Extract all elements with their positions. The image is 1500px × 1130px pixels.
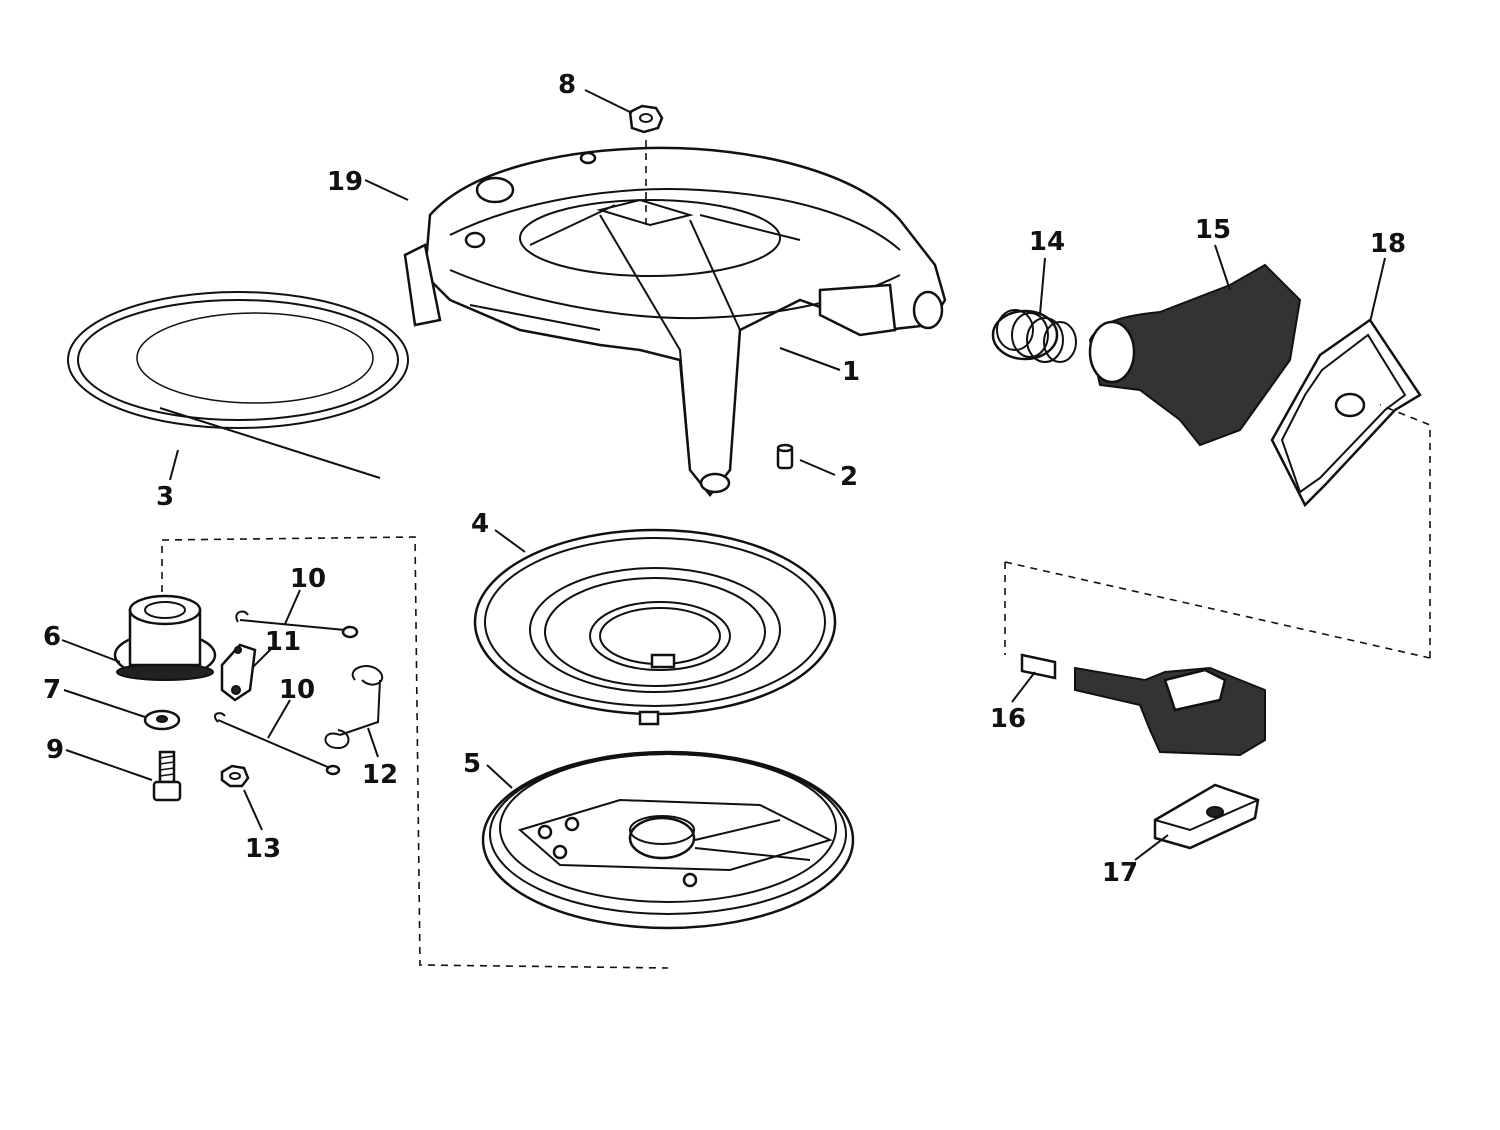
callout-6: 6 bbox=[43, 622, 61, 652]
part-8-nut bbox=[628, 104, 664, 134]
part-3-rope bbox=[67, 291, 409, 479]
callout-1: 1 bbox=[842, 357, 860, 387]
callout-18: 18 bbox=[1370, 229, 1406, 259]
callout-14: 14 bbox=[1029, 227, 1065, 257]
callout-2: 2 bbox=[840, 462, 858, 492]
part-11-pawl bbox=[220, 643, 257, 702]
callout-17: 17 bbox=[1102, 858, 1138, 888]
part-6-hub bbox=[113, 594, 217, 681]
callout-13: 13 bbox=[245, 834, 281, 864]
callout-4: 4 bbox=[471, 509, 489, 539]
part-16-handle-insert bbox=[1020, 653, 1266, 757]
callout-10-lower: 10 bbox=[279, 675, 315, 705]
callout-11: 11 bbox=[265, 627, 301, 657]
part-5-pulley bbox=[481, 750, 855, 930]
callout-15: 15 bbox=[1195, 215, 1231, 245]
part-18-plate bbox=[1270, 318, 1422, 508]
callout-19: 19 bbox=[327, 167, 363, 197]
part-12-spring bbox=[324, 665, 383, 750]
callout-labels: 8 19 1 2 3 4 5 6 7 9 10 11 10 12 13 14 1… bbox=[43, 70, 1406, 888]
part-1-starter-housing bbox=[403, 146, 947, 498]
assembly-dashed-lines bbox=[161, 140, 1431, 969]
callout-5: 5 bbox=[463, 749, 481, 779]
callout-8: 8 bbox=[558, 70, 576, 100]
callout-12: 12 bbox=[362, 760, 398, 790]
part-15-handle-grip bbox=[1088, 263, 1302, 447]
part-2-screw bbox=[776, 443, 794, 470]
part-10-link-upper bbox=[235, 610, 359, 639]
part-17-clip bbox=[1153, 783, 1260, 850]
callout-9: 9 bbox=[46, 735, 64, 765]
callout-10-upper: 10 bbox=[290, 564, 326, 594]
part-9-screw bbox=[152, 750, 182, 802]
leader-lines bbox=[61, 89, 1386, 861]
part-4-rewind-spring bbox=[473, 528, 837, 726]
callout-3: 3 bbox=[156, 482, 174, 512]
part-13-nut bbox=[220, 764, 250, 788]
part-7-washer bbox=[143, 709, 181, 731]
callout-16: 16 bbox=[990, 704, 1026, 734]
callout-7: 7 bbox=[43, 675, 61, 705]
part-14-coil-spring bbox=[991, 309, 1077, 363]
part-10-link-lower bbox=[214, 712, 341, 776]
